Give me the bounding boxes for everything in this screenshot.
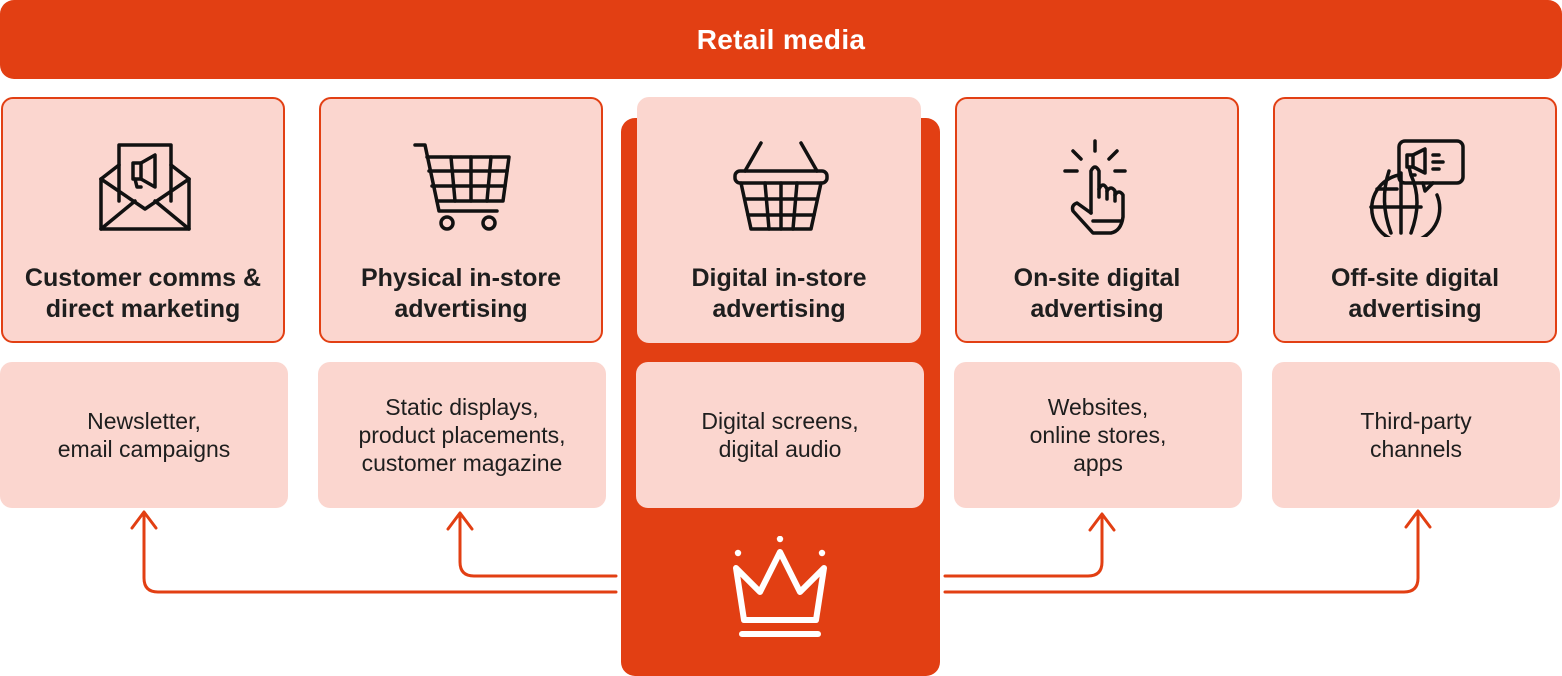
channel-examples-text: Digital screens, digital audio bbox=[701, 408, 859, 462]
arrow-to-on-site-digital bbox=[943, 513, 1104, 578]
channel-examples-box: Digital screens, digital audio bbox=[636, 362, 924, 508]
channel-card-on-site-digital: On-site digital advertising bbox=[955, 97, 1239, 343]
retail-media-banner: Retail media bbox=[0, 0, 1562, 79]
arrowhead bbox=[1404, 509, 1432, 529]
channel-title: Physical in-store advertising bbox=[360, 264, 562, 323]
arrow-to-physical-in-store bbox=[458, 512, 618, 578]
arrow-to-customer-comms bbox=[142, 511, 618, 594]
channel-title: Customer comms & direct marketing bbox=[24, 264, 262, 323]
channel-examples-box: Third-party channels bbox=[1272, 362, 1560, 508]
channel-card-off-site-digital: Off-site digital advertising bbox=[1273, 97, 1557, 343]
channel-examples-text: Newsletter, email campaigns bbox=[57, 408, 231, 462]
envelope-megaphone-icon bbox=[95, 137, 195, 237]
channel-examples-text: Third-party channels bbox=[1360, 408, 1472, 462]
pointing-hand-click-icon bbox=[1049, 137, 1149, 237]
shopping-basket-icon bbox=[731, 137, 831, 237]
arrowhead bbox=[130, 510, 158, 530]
channel-card-customer-comms: Customer comms & direct marketing bbox=[1, 97, 285, 343]
arrowhead bbox=[1088, 512, 1116, 532]
arrow-to-off-site-digital bbox=[943, 510, 1420, 594]
crown-icon bbox=[732, 536, 828, 640]
channel-examples-box: Static displays, product placements, cus… bbox=[318, 362, 606, 508]
channel-title: Off-site digital advertising bbox=[1330, 264, 1500, 323]
channel-card-digital-in-store: Digital in-store advertising bbox=[637, 97, 921, 343]
channel-examples-text: Static displays, product placements, cus… bbox=[358, 394, 566, 476]
channel-examples-text: Websites, online stores, apps bbox=[1029, 394, 1167, 476]
channel-title: On-site digital advertising bbox=[1013, 264, 1181, 323]
channel-examples-box: Websites, online stores, apps bbox=[954, 362, 1242, 508]
channel-card-physical-in-store: Physical in-store advertising bbox=[319, 97, 603, 343]
shopping-cart-icon bbox=[413, 137, 513, 237]
globe-megaphone-icon bbox=[1367, 137, 1467, 237]
arrowhead bbox=[446, 511, 474, 531]
channel-examples-box: Newsletter, email campaigns bbox=[0, 362, 288, 508]
banner-title: Retail media bbox=[696, 23, 866, 55]
channel-title: Digital in-store advertising bbox=[691, 264, 867, 323]
